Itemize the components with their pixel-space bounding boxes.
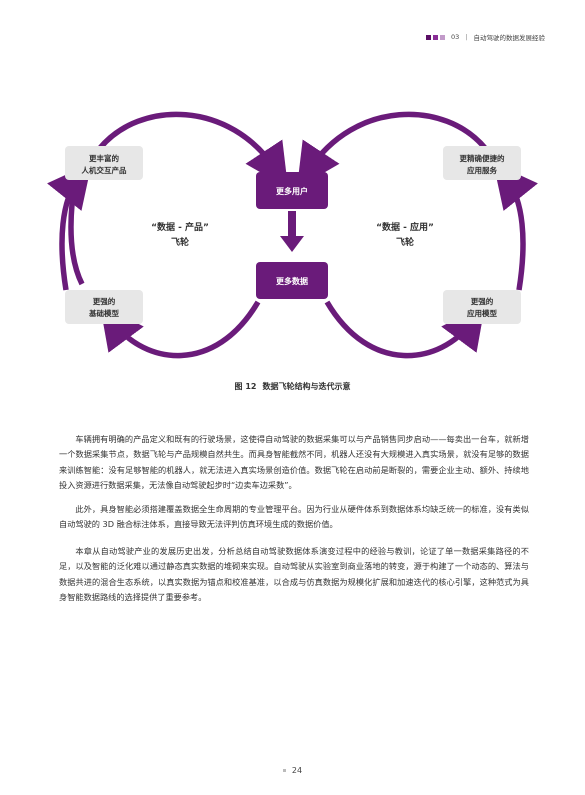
left-bottom-box-line-2: 基础模型: [88, 308, 119, 318]
flywheel-arc-right-bottom: [324, 300, 486, 359]
flywheel-arc-right-top: [296, 111, 488, 189]
right-flywheel-label-line-1: “数据 - 应用”: [376, 221, 434, 233]
flywheel-arc-left-connector: [47, 162, 92, 291]
right-bottom-box-line-1: 更强的: [471, 296, 494, 306]
left-top-box: [65, 146, 143, 180]
left-flywheel-label-line-2: 飞轮: [171, 236, 189, 248]
center-down-arrow-head: [280, 236, 304, 252]
page-number-mark: [282, 769, 286, 772]
header-square-3: [440, 34, 446, 40]
center-box-more-users: [256, 172, 328, 209]
right-flywheel-label-line-2: 飞轮: [396, 236, 414, 248]
paragraph-1: 车辆拥有明确的产品定义和既有的行驶场景，这使得自动驾驶的数据采集可以与产品销售同…: [59, 434, 529, 490]
right-bottom-box-line-2: 应用模型: [467, 308, 497, 318]
page-number-value: 24: [291, 766, 303, 775]
header-squares: [426, 34, 446, 40]
paragraph-2: 此外，具身智能必须搭建覆盖数据全生命周期的专业管理平台。因为行业从硬件体系到数据…: [59, 504, 529, 530]
header-square-1: [426, 34, 432, 40]
right-top-box: [443, 146, 521, 180]
center-box-more-users-label: 更多用户: [276, 186, 308, 196]
flywheel-arc-right-side: [493, 162, 538, 291]
left-top-box-line-2: 人机交互产品: [82, 165, 127, 175]
figure-caption-number: 图 12: [234, 382, 257, 391]
right-bottom-box: [443, 290, 521, 324]
center-box-more-data-label: 更多数据: [276, 276, 308, 286]
right-top-box-line-2: 应用服务: [467, 165, 497, 175]
left-bottom-box: [65, 290, 143, 324]
header-chapter: 03: [451, 33, 460, 41]
data-flywheel-diagram: 更多用户 更多数据 更丰富的 人机交互产品 更强的 基础模型 更精确便捷的 应用…: [47, 111, 538, 359]
paragraph-3: 本章从自动驾驶产业的发展历史出发，分析总结自动驾驶数据体系演变过程中的经验与教训…: [59, 546, 529, 602]
figure-caption-title: 数据飞轮结构与迭代示意: [262, 382, 351, 391]
flywheel-arc-left-top: [97, 111, 289, 189]
figure-caption: 图 12 数据飞轮结构与迭代示意: [0, 381, 585, 392]
running-header: 03 | 自动驾驶的数据发展经验: [426, 32, 545, 42]
left-top-box-line-1: 更丰富的: [89, 153, 119, 163]
flywheel-arc-left-upper-side: [68, 179, 85, 286]
flywheel-arc-left-bottom: [99, 300, 261, 359]
header-separator: |: [465, 33, 468, 41]
header-square-2: [433, 34, 439, 40]
left-flywheel-label-line-1: “数据 - 产品”: [151, 221, 209, 233]
left-bottom-box-line-1: 更强的: [93, 296, 116, 306]
header-title: 自动驾驶的数据发展经验: [473, 34, 546, 42]
center-box-more-data: [256, 262, 328, 299]
page-number: 24: [0, 766, 585, 775]
right-top-box-line-1: 更精确便捷的: [460, 153, 505, 163]
